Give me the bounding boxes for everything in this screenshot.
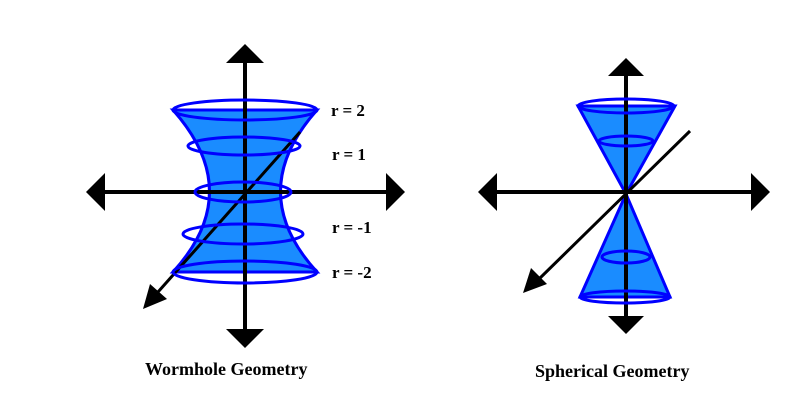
spherical-y-arrow-bottom xyxy=(608,316,644,334)
cone-upper-inner-ring xyxy=(597,134,655,148)
cone-top-ring xyxy=(576,97,676,115)
spherical-x-arrow-left xyxy=(478,173,497,211)
cone-bottom-ring xyxy=(578,289,672,305)
spherical-y-arrow-top xyxy=(608,58,644,76)
ring-r0 xyxy=(193,180,293,204)
radius-label-r-neg2: r = -2 xyxy=(332,263,372,282)
wormhole-z-arrow xyxy=(143,284,167,309)
ring-r-1 xyxy=(181,222,305,246)
spherical-z-arrow xyxy=(523,268,547,293)
ring-r2 xyxy=(171,98,319,122)
spherical-z-axis xyxy=(536,129,692,282)
wormhole-x-arrow-right xyxy=(386,173,405,211)
wormhole-y-arrow-top xyxy=(226,44,264,63)
spherical-diagram xyxy=(478,58,770,334)
radius-label-r-neg1: r = -1 xyxy=(332,218,372,237)
spherical-x-arrow-right xyxy=(751,173,770,211)
wormhole-y-arrow-bottom xyxy=(226,329,264,348)
radius-label-r1: r = 1 xyxy=(332,145,366,164)
wormhole-caption: Wormhole Geometry xyxy=(145,359,308,379)
wormhole-diagram xyxy=(86,44,405,348)
ring-r1 xyxy=(186,135,302,157)
ring-r-2 xyxy=(171,259,319,285)
cone-lower-inner-ring xyxy=(600,249,652,265)
radius-label-r2: r = 2 xyxy=(331,101,365,120)
spherical-caption: Spherical Geometry xyxy=(535,361,690,381)
wormhole-x-arrow-left xyxy=(86,173,105,211)
